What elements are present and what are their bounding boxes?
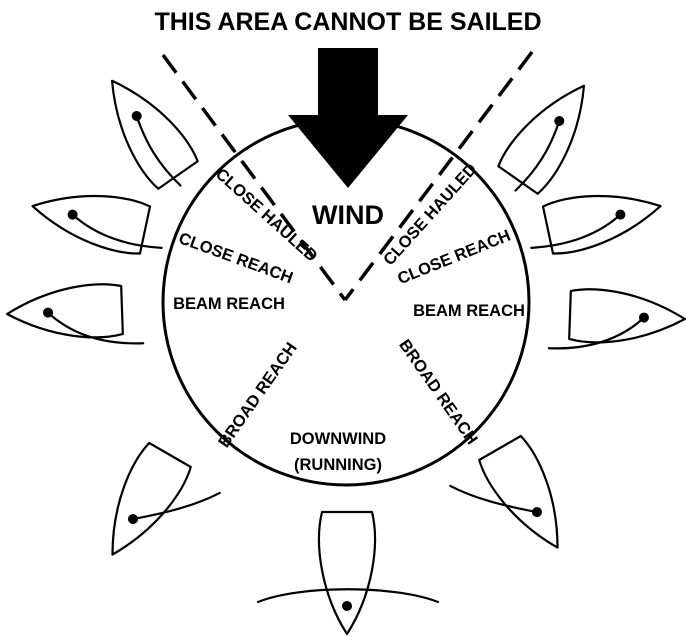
- boat-beam-reach-right: [549, 288, 686, 353]
- boat-close-hauled-right: [491, 71, 606, 204]
- wind-label: WIND: [312, 200, 384, 230]
- no-sail-zone-title: THIS AREA CANNOT BE SAILED: [154, 8, 541, 36]
- boat-close-reach-right: [523, 180, 666, 260]
- boat-broad-reach-right: [446, 435, 580, 579]
- label-beam-reach-left: BEAM REACH: [173, 295, 285, 313]
- label-running: (RUNNING): [294, 456, 382, 474]
- boat-running: [258, 512, 438, 634]
- boat-close-hauled-left: [90, 66, 205, 199]
- boat-broad-reach-left: [90, 442, 224, 586]
- label-downwind: DOWNWIND: [290, 430, 386, 448]
- boat-close-reach-left: [27, 180, 170, 260]
- label-beam-reach-right: BEAM REACH: [413, 302, 525, 320]
- boat-beam-reach-left: [6, 283, 143, 348]
